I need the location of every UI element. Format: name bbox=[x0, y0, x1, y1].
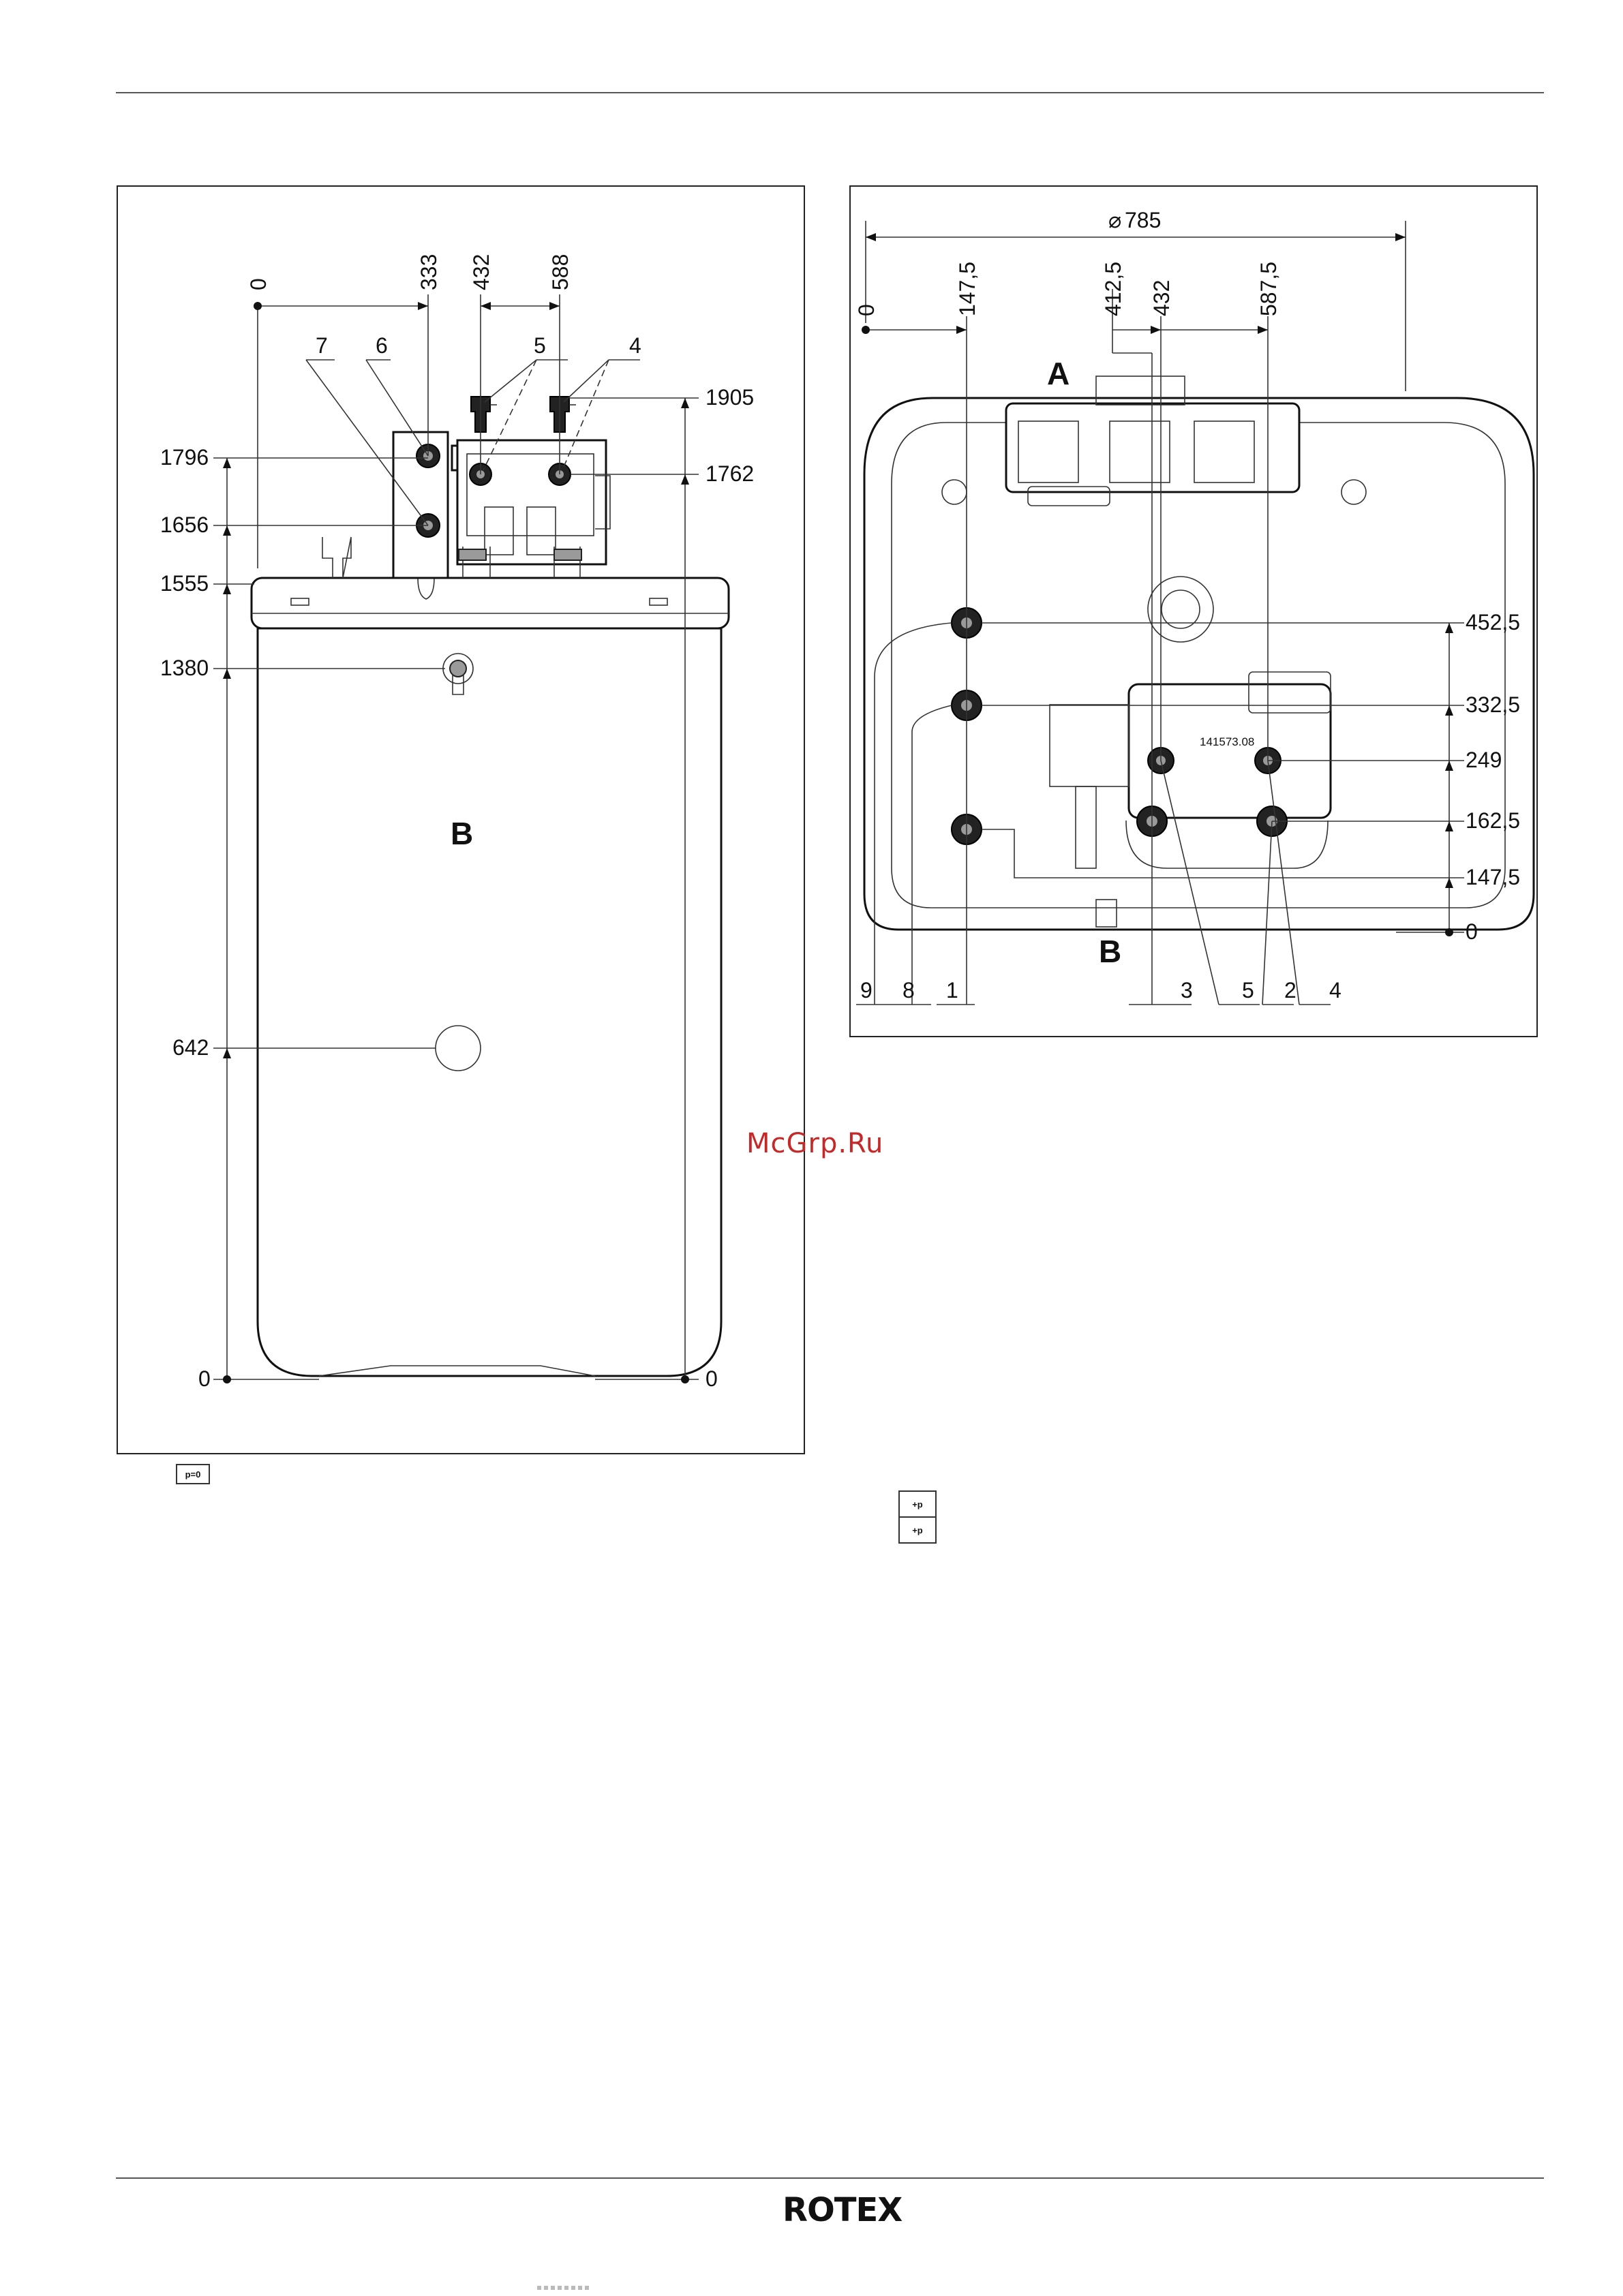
tank-letter-b: B bbox=[451, 816, 473, 851]
diameter-value: 785 bbox=[1125, 208, 1161, 232]
height-1796: 1796 bbox=[160, 445, 209, 470]
pump-block bbox=[457, 440, 606, 564]
callout-4-bottom: 4 bbox=[1329, 978, 1341, 1002]
dim-top-0: 0 bbox=[854, 304, 879, 316]
height-1905: 1905 bbox=[706, 385, 754, 410]
height-1656: 1656 bbox=[160, 512, 209, 537]
callout-4: 4 bbox=[629, 333, 641, 358]
height-1555: 1555 bbox=[160, 571, 209, 596]
watermark: McGrp.Ru bbox=[746, 1128, 883, 1159]
tank-body bbox=[258, 628, 721, 1376]
callout-2: 2 bbox=[1284, 978, 1296, 1002]
callout-3: 3 bbox=[1181, 978, 1193, 1002]
dim-top-zero: 0 bbox=[246, 278, 271, 290]
dim-top-333: 333 bbox=[416, 254, 441, 290]
side-view-drawing: 0 333 432 588 7 6 5 4 1796 1656 1555 138… bbox=[118, 187, 804, 1453]
fitting-left bbox=[322, 537, 351, 578]
height-0-right: 0 bbox=[706, 1366, 718, 1391]
header-rule bbox=[116, 92, 1544, 93]
height-642: 642 bbox=[172, 1035, 209, 1060]
dim-top-588: 588 bbox=[548, 254, 573, 290]
dim-top-412-5: 412,5 bbox=[1101, 262, 1125, 316]
top-view-drawing: 141573.08 ⌀ 785 0 147,5 412,5 432 587,5 bbox=[851, 187, 1536, 1036]
view-letter-b: B bbox=[1099, 934, 1121, 969]
diameter-symbol: ⌀ bbox=[1108, 208, 1121, 232]
height-1380: 1380 bbox=[160, 656, 209, 680]
dim-top-587-5: 587,5 bbox=[1256, 262, 1281, 316]
callout-6: 6 bbox=[376, 333, 388, 358]
height-0: 0 bbox=[1466, 919, 1478, 944]
side-view-panel: 0 333 432 588 7 6 5 4 1796 1656 1555 138… bbox=[117, 185, 805, 1454]
tank-lid bbox=[252, 578, 729, 628]
height-162-5: 162,5 bbox=[1466, 808, 1520, 833]
height-1762: 1762 bbox=[706, 461, 754, 486]
height-332-5: 332,5 bbox=[1466, 692, 1520, 717]
callout-1: 1 bbox=[946, 978, 958, 1002]
callout-9: 9 bbox=[860, 978, 873, 1002]
top-view-panel: 141573.08 ⌀ 785 0 147,5 412,5 432 587,5 bbox=[849, 185, 1538, 1037]
callout-5: 5 bbox=[534, 333, 546, 358]
pressure-plus-symbol-1: +p bbox=[898, 1490, 937, 1518]
callout-7: 7 bbox=[316, 333, 328, 358]
footer-rule bbox=[116, 2177, 1544, 2179]
dim-top-432: 432 bbox=[1149, 280, 1174, 316]
pressure-plus-symbol-2: +p bbox=[898, 1516, 937, 1544]
dim-top-432: 432 bbox=[469, 254, 494, 290]
callout-5-bottom: 5 bbox=[1242, 978, 1254, 1002]
height-147-5: 147,5 bbox=[1466, 865, 1520, 889]
view-letter-a: A bbox=[1047, 356, 1070, 391]
part-number: 141573.08 bbox=[1200, 735, 1254, 748]
control-unit bbox=[1006, 403, 1299, 492]
pressure-zero-symbol: p=0 bbox=[176, 1464, 210, 1484]
scan-artifact bbox=[537, 2286, 592, 2290]
dim-top-147-5: 147,5 bbox=[955, 262, 980, 316]
height-452-5: 452,5 bbox=[1466, 610, 1520, 634]
rotex-logo: ROTEX bbox=[783, 2191, 902, 2229]
height-0-left: 0 bbox=[198, 1366, 211, 1391]
height-249: 249 bbox=[1466, 748, 1502, 772]
callout-8: 8 bbox=[902, 978, 915, 1002]
